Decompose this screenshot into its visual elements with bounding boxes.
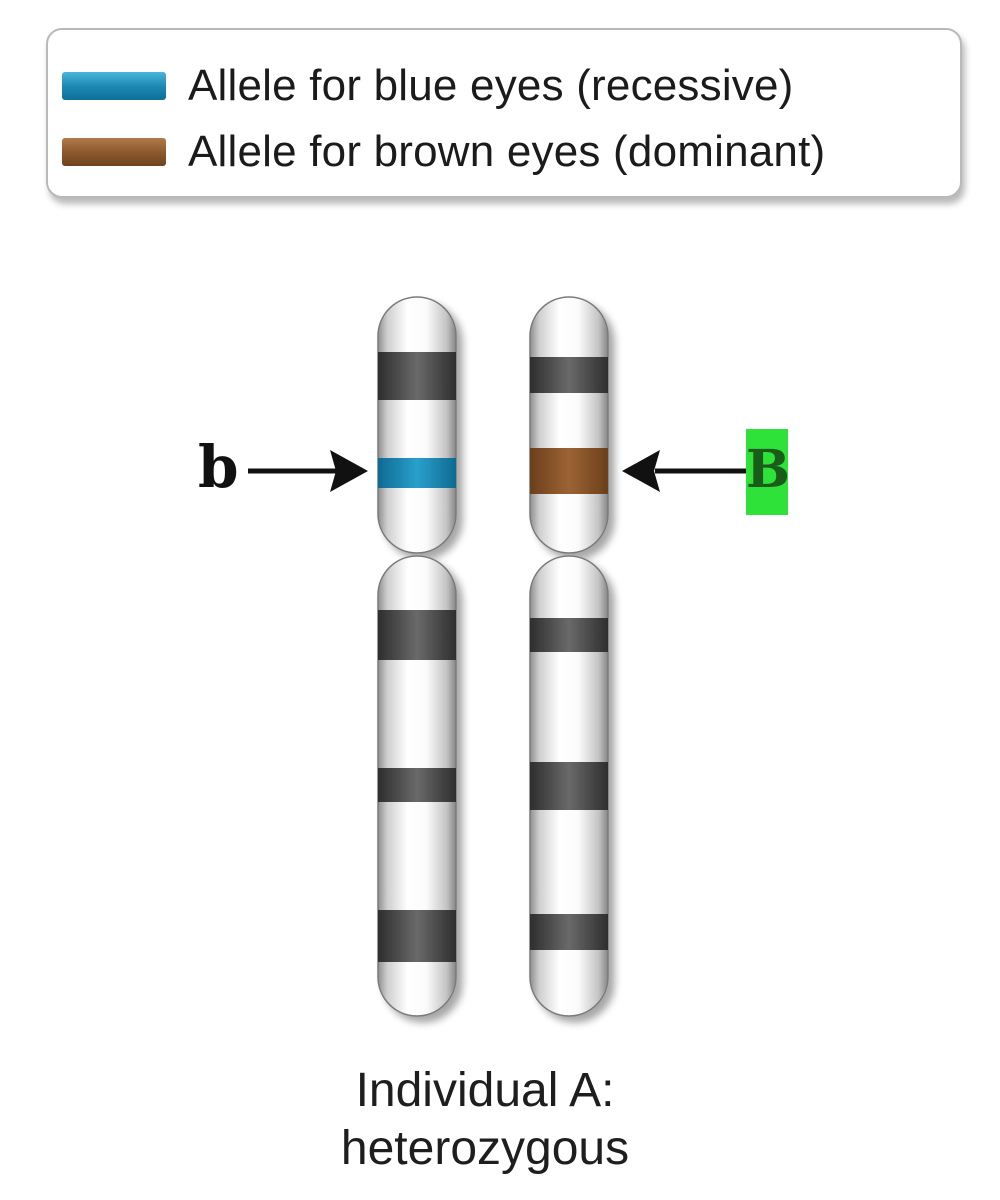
- allele-label-highlight: [746, 429, 788, 515]
- arrow-right-pointer: [622, 450, 746, 492]
- caption-title: Individual A:: [355, 1064, 615, 1117]
- arrow-left-pointer: [248, 450, 368, 492]
- legend-label-brown: Allele for brown eyes (dominant): [188, 127, 826, 176]
- legend-item-blue-allele: Allele for blue eyes (recessive): [62, 56, 794, 116]
- blue-allele-band: [378, 458, 456, 488]
- legend-item-brown-allele: Allele for brown eyes (dominant): [62, 122, 825, 182]
- dark-band: [378, 352, 456, 400]
- caption-subtitle: heterozygous: [340, 1122, 630, 1175]
- brown-allele-swatch: [62, 138, 166, 166]
- legend: Allele for blue eyes (recessive) Allele …: [46, 28, 962, 198]
- chromosome-left-upper-arm: [377, 296, 457, 554]
- dark-band: [530, 762, 608, 810]
- legend-label-blue: Allele for blue eyes (recessive): [188, 61, 794, 110]
- allele-label-recessive: b: [198, 433, 239, 501]
- brown-allele-band: [530, 448, 608, 494]
- chromosome-left-lower-arm: [377, 555, 457, 1017]
- blue-allele-swatch: [62, 72, 166, 100]
- chromosome-right: [529, 296, 609, 1017]
- caption: Individual A: heterozygous: [285, 1062, 685, 1178]
- allele-label-dominant: B: [746, 439, 790, 500]
- chromosome-left: [377, 296, 457, 1017]
- chromosome-right-lower-arm: [529, 555, 609, 1017]
- chromosome-right-upper-arm: [529, 296, 609, 554]
- dark-band: [378, 768, 456, 802]
- dark-band: [530, 357, 608, 393]
- dark-band: [530, 618, 608, 652]
- dark-band: [378, 610, 456, 660]
- dark-band: [378, 910, 456, 962]
- dark-band: [530, 914, 608, 950]
